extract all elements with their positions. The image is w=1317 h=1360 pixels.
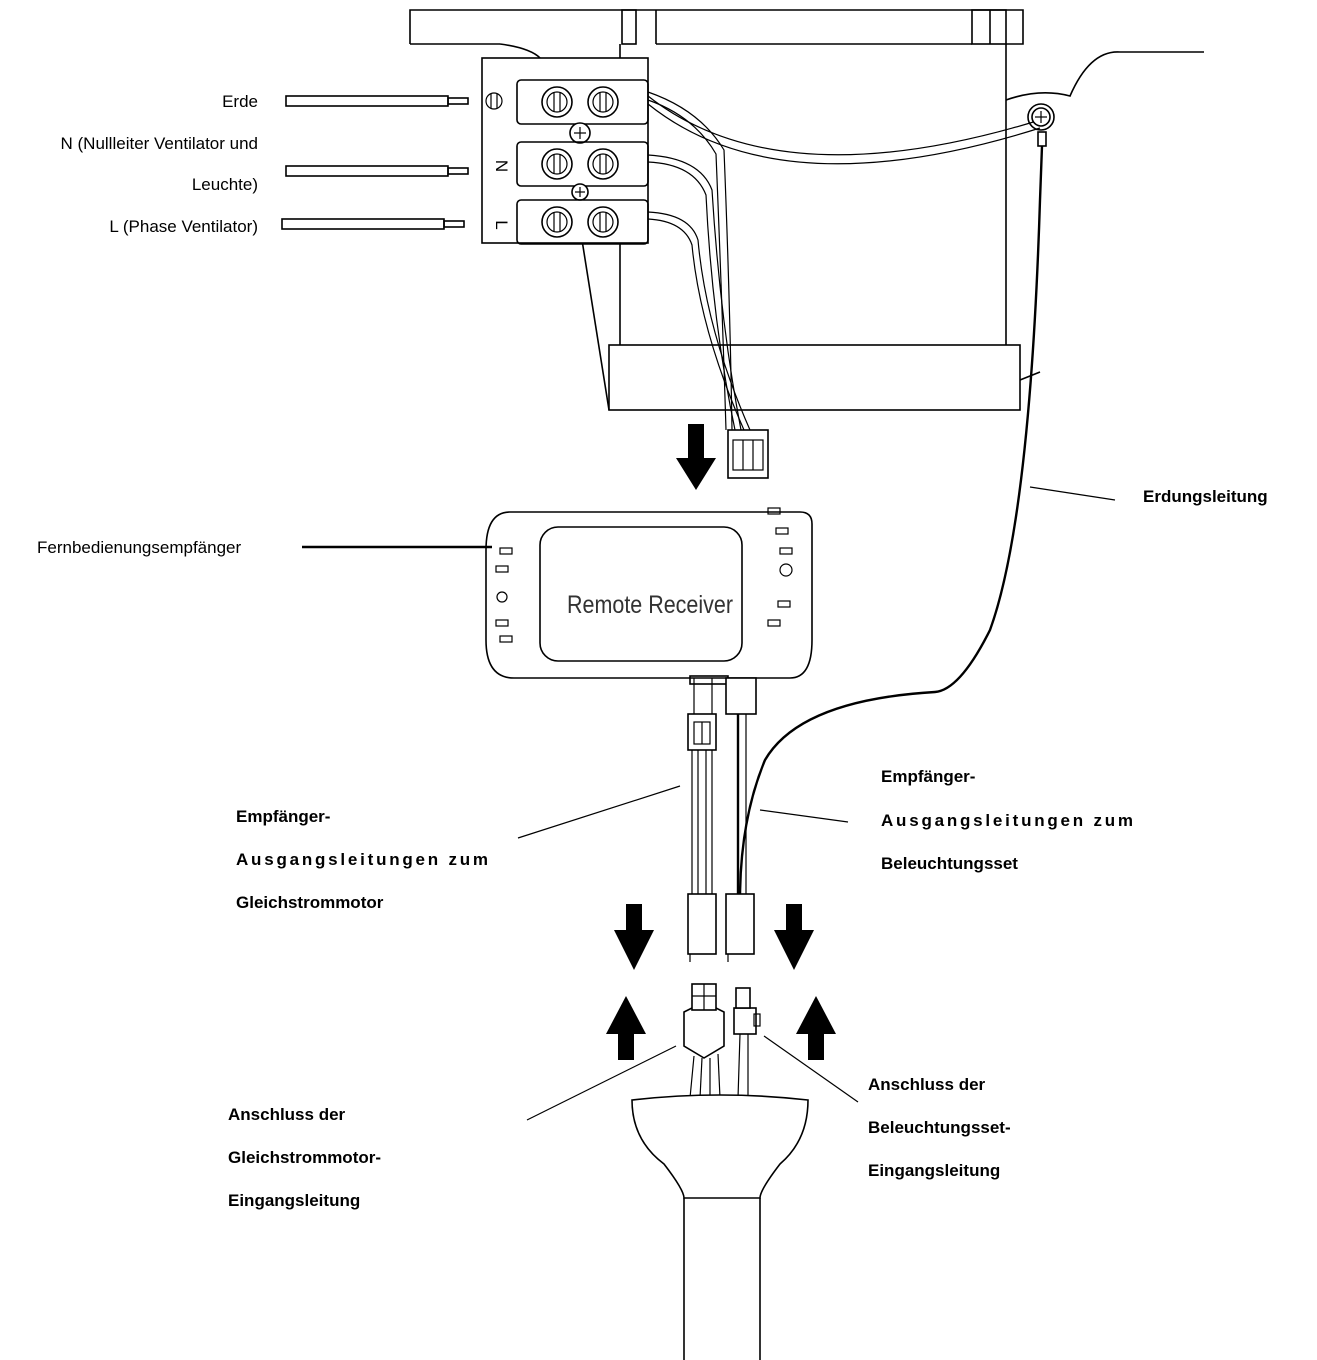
label-light-out-3: Beleuchtungsset [881,854,1018,873]
arrow-up-right [796,996,836,1060]
label-n-line1: N (Nullleiter Ventilator und [61,134,258,153]
terminal-block: N L [481,57,649,245]
supply-connector [727,429,769,479]
terminal-l-mark: L [492,220,511,229]
ground-symbol-icon [485,92,503,110]
label-light-in-1: Anschluss der [868,1075,986,1094]
label-motor-out-1: Empfänger- [236,807,330,826]
arrow-down-left [614,904,654,970]
labels: Erde N (Nullleiter Ventilator und Leucht… [37,92,1268,1210]
label-motor-in-1: Anschluss der [228,1105,346,1124]
terminal-to-connector-wires [647,91,1041,431]
ground-wire [738,145,1044,901]
ground-screw [1027,103,1055,147]
arrow-down-right [774,904,814,970]
label-motor-in-3: Eingangsleitung [228,1191,360,1210]
remote-receiver: Remote Receiver [485,507,813,715]
label-light-out-1: Empfänger- [881,767,975,786]
label-light-in-2: Beleuchtungsset- [868,1118,1011,1137]
label-fernbedienung: Fernbedienungsempfänger [37,538,241,557]
label-erdungsleitung: Erdungsleitung [1143,487,1268,506]
label-light-out-2: Ausgangsleitungen zum [881,811,1133,830]
label-light-in-3: Eingangsleitung [868,1161,1000,1180]
fan-input-connectors [683,983,761,1099]
incoming-supply-wires [281,95,469,230]
label-n-line2: Leuchte) [192,175,258,194]
label-motor-out-2: Ausgangsleitungen zum [236,850,488,869]
fan-canopy-downrod [631,1094,809,1360]
label-erde: Erde [222,92,258,111]
label-motor-out-3: Gleichstrommotor [236,893,384,912]
label-motor-in-2: Gleichstrommotor- [228,1148,381,1167]
label-l-phase: L (Phase Ventilator) [109,217,258,236]
arrow-down-receiver [676,424,716,490]
terminal-n-mark: N [492,160,511,172]
arrow-up-left [606,996,646,1060]
leader-lines [517,486,1116,1121]
receiver-label: Remote Receiver [567,591,733,619]
receiver-output-wires [687,678,755,962]
